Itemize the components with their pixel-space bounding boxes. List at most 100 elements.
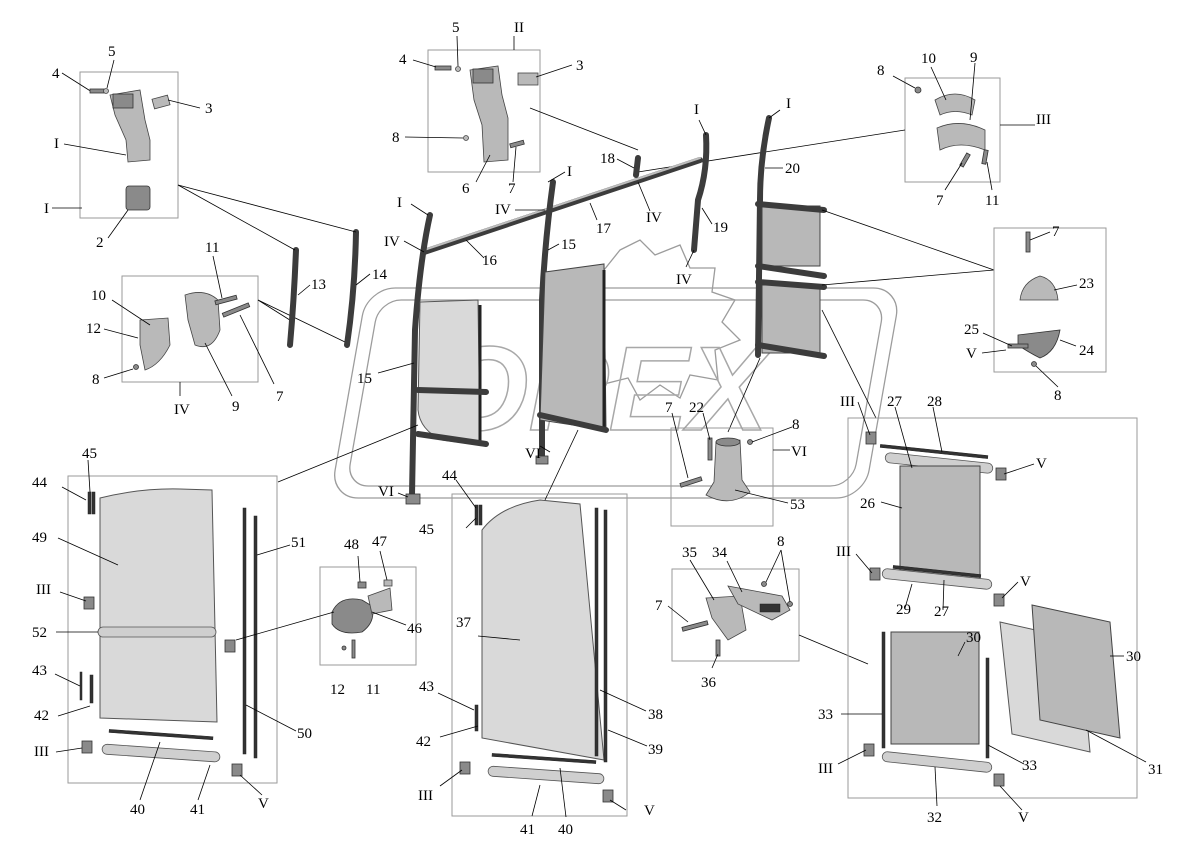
callout: 11	[985, 193, 999, 209]
connector-III	[869, 567, 881, 581]
callout: 29	[896, 602, 911, 618]
callout: 40	[558, 822, 573, 838]
connector-III	[81, 740, 93, 754]
callout: 20	[785, 161, 800, 177]
knob-46	[331, 598, 374, 634]
strip-45	[87, 491, 92, 515]
watermark-frame-inner	[349, 299, 883, 487]
callout: 34	[712, 545, 728, 561]
bolt-22	[707, 437, 713, 461]
strip-28	[879, 444, 989, 459]
view-VI-box	[670, 427, 774, 527]
right-assembly-box	[847, 417, 1138, 799]
middle-assembly-box	[451, 493, 628, 817]
callout: 45	[419, 522, 434, 538]
right-panel-assembly: III 27 28 V 26 III V 29 27 30 30 33 III …	[818, 394, 1163, 826]
rod-52	[97, 626, 217, 638]
callout: III	[836, 544, 851, 560]
cap-47	[383, 579, 393, 587]
view-V-box	[993, 227, 1107, 373]
panel-middle	[539, 263, 607, 431]
bolt-11	[981, 149, 989, 165]
clamp-10	[934, 93, 976, 116]
hinge-detail: 35 34 8 7 36	[655, 534, 869, 691]
callout: 11	[205, 240, 219, 256]
callout: 6	[462, 181, 470, 197]
socket-53	[705, 439, 751, 502]
callout: 53	[790, 497, 805, 513]
callout: 18	[600, 151, 615, 167]
callout: VI	[791, 444, 807, 460]
callout: 15	[357, 371, 372, 387]
callout: 5	[452, 20, 460, 36]
plate-3	[517, 72, 539, 86]
connector-III	[865, 431, 877, 445]
bar	[755, 279, 827, 290]
callout: 25	[964, 322, 979, 338]
callout: 50	[297, 726, 312, 742]
strip-43	[89, 674, 94, 704]
callout: 16	[482, 253, 498, 269]
tube-13	[287, 247, 299, 348]
callout: 27	[887, 394, 903, 410]
callout: VI	[378, 484, 394, 500]
hinge-box	[671, 568, 800, 662]
callout: 7	[508, 181, 516, 197]
callout: 51	[291, 535, 306, 551]
rod-41	[487, 765, 605, 785]
callout: 40	[130, 802, 145, 818]
bolt-25	[1007, 343, 1029, 349]
callout: 15	[561, 237, 576, 253]
strip-40	[491, 753, 597, 764]
callout: I	[44, 201, 49, 217]
connector-V	[993, 773, 1005, 787]
callout: 10	[91, 288, 106, 304]
callout: 7	[665, 400, 673, 416]
strip-27b	[892, 565, 982, 578]
callout: 2	[96, 235, 104, 251]
callout: 41	[520, 822, 535, 838]
bar	[755, 263, 827, 279]
left-panel-assembly: 45 44 49 III 52 43 42 III 40 41 V 51 50	[32, 446, 312, 818]
callout: 7	[936, 193, 944, 209]
watermark-frame-outer	[334, 287, 898, 499]
callout: 8	[777, 534, 785, 550]
callout: 4	[399, 52, 407, 68]
bolt-7	[681, 620, 709, 632]
bolt-4	[89, 88, 105, 94]
panel-49	[99, 488, 218, 723]
strip-33	[881, 631, 886, 749]
callout: 35	[682, 545, 697, 561]
callout: I	[786, 96, 791, 112]
plate	[367, 587, 393, 615]
connector-V	[993, 593, 1005, 607]
post-20	[755, 115, 772, 358]
post-19	[691, 132, 710, 253]
view-IV-box	[121, 275, 259, 383]
bar	[755, 201, 827, 213]
callout: III	[818, 761, 833, 777]
callout: 17	[596, 221, 612, 237]
callout: IV	[495, 202, 511, 218]
strip-50	[242, 507, 247, 755]
post-left	[409, 212, 433, 498]
callout: 10	[921, 51, 936, 67]
post-18	[633, 155, 641, 178]
callout: IV	[384, 234, 400, 250]
view-III-detail: 8 10 9 III 7 11	[637, 50, 1051, 209]
plate-3	[151, 94, 171, 110]
nut-8	[914, 86, 922, 94]
callout: V	[1036, 456, 1047, 472]
callout: V	[644, 803, 655, 819]
connector-V	[602, 789, 614, 803]
callout: 4	[52, 66, 60, 82]
bar	[415, 387, 489, 395]
tubes-13-14: 13 14	[177, 184, 388, 348]
callout: 45	[82, 446, 97, 462]
connector-III	[459, 761, 471, 775]
callout: III	[34, 744, 49, 760]
callout: 7	[1052, 224, 1060, 240]
plate	[472, 68, 494, 84]
callout: 49	[32, 530, 47, 546]
callout: 11	[366, 682, 380, 698]
